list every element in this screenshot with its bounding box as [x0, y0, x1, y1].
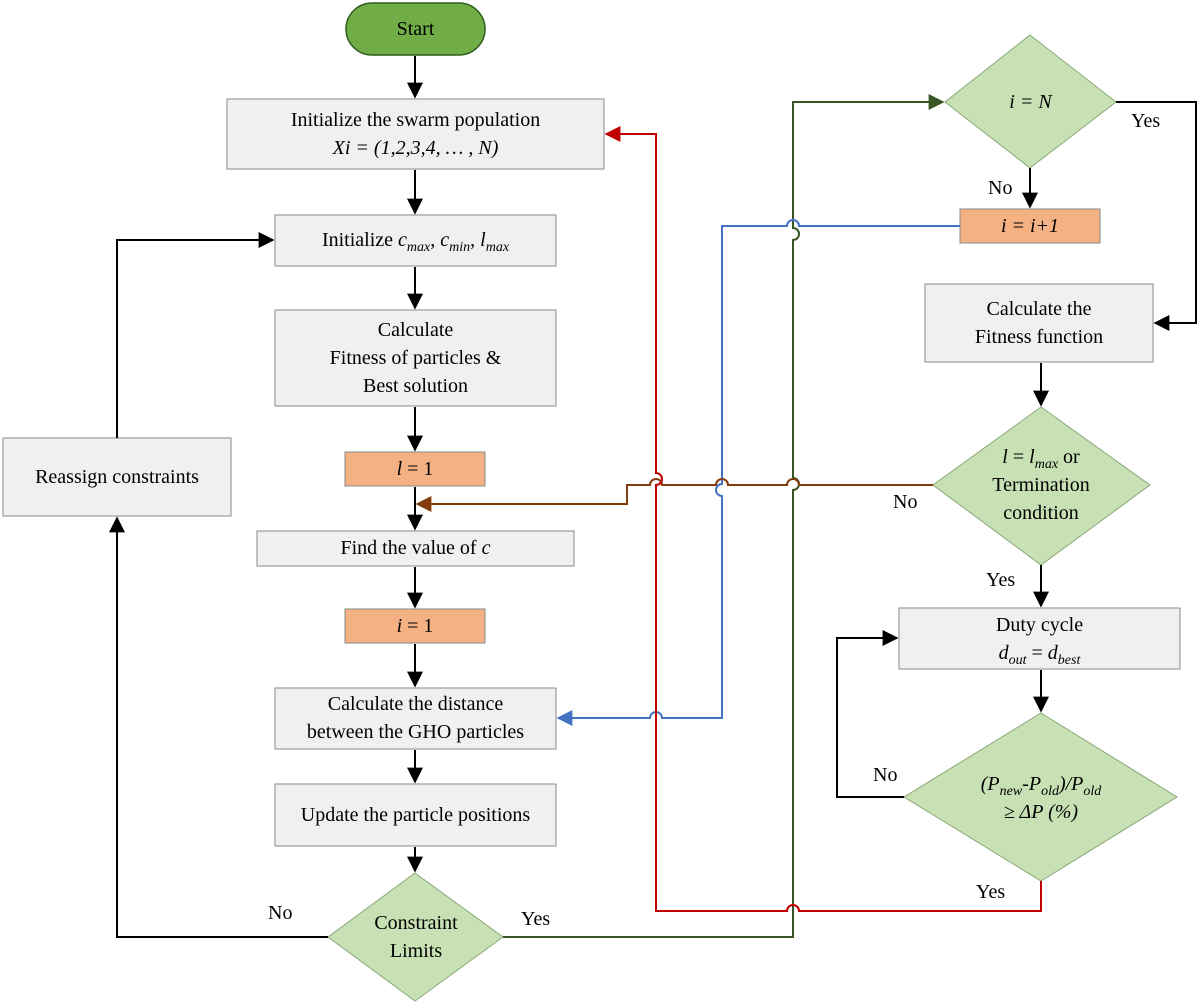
duty-cycle-box [898, 607, 1181, 670]
edge-label-power-yes: Yes [976, 881, 1006, 903]
l-init-box [344, 451, 486, 487]
calc-fitness-box [274, 309, 557, 407]
calc-fitness-function-box [924, 283, 1154, 363]
init-c-box [274, 214, 557, 267]
find-c-box [256, 530, 575, 567]
edge-label-i-n-no: No [988, 177, 1013, 199]
edge-label-termination-yes: Yes [986, 569, 1016, 591]
i-increment-box [959, 208, 1101, 244]
reassign-constraints-box [2, 437, 232, 517]
i-equals-n-decision [944, 34, 1117, 169]
power-yes-connector [604, 126, 1042, 912]
init-swarm-box [226, 98, 605, 170]
termination-no-connector [415, 478, 933, 512]
main-flow-arrows [109, 56, 1197, 938]
termination-decision [932, 406, 1151, 566]
edge-label-constraint-yes: Yes [521, 908, 551, 930]
edge-label-i-n-yes: Yes [1131, 110, 1161, 132]
start-terminal [345, 2, 486, 56]
update-positions-box [274, 783, 557, 847]
power-change-decision [903, 712, 1178, 882]
constraint-yes-connector [503, 94, 945, 938]
calc-distance-box [274, 687, 557, 750]
edge-label-constraint-no: No [268, 902, 293, 924]
constraint-limits-decision [327, 872, 504, 1002]
edge-label-termination-no: No [893, 491, 918, 513]
i-init-box [344, 608, 486, 644]
edge-label-power-no: No [873, 764, 898, 786]
